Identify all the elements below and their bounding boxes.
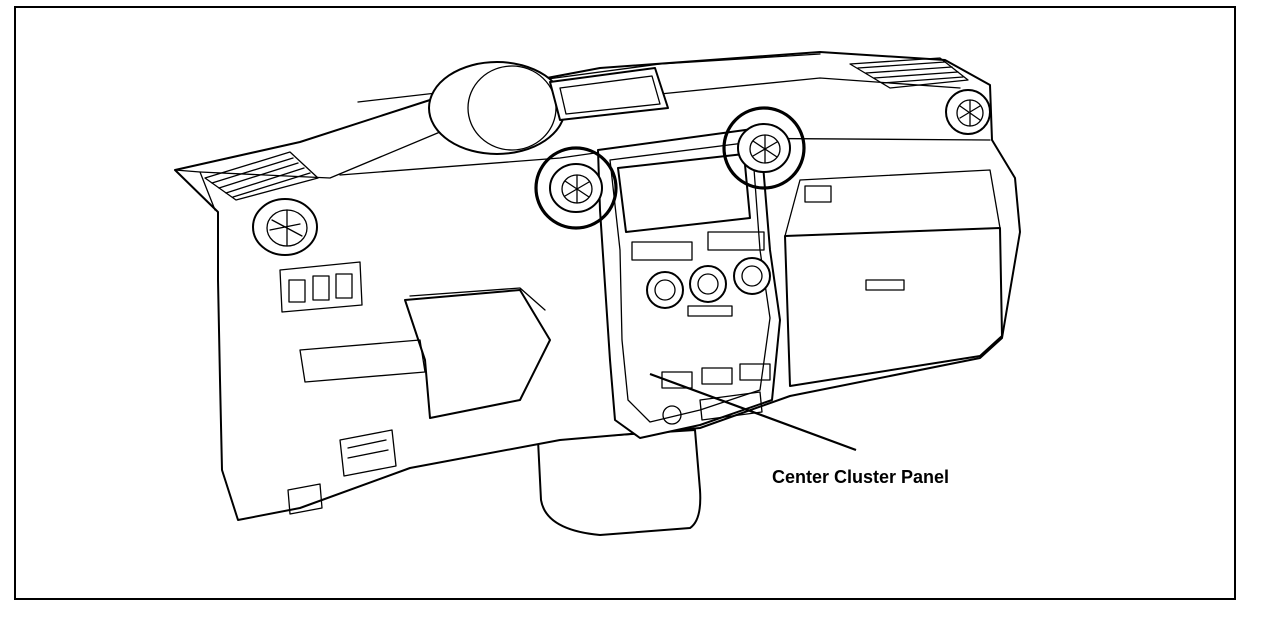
left-storage-pocket xyxy=(404,289,551,419)
gauge-pod xyxy=(428,61,566,155)
center-climate-knob xyxy=(689,265,727,303)
glove-box xyxy=(784,227,1003,387)
center-console-stub xyxy=(537,429,702,536)
display-screen xyxy=(617,153,751,233)
right-climate-knob xyxy=(733,257,771,295)
callout-circle-right-vent xyxy=(722,106,806,190)
left-climate-knob xyxy=(646,271,684,309)
callout-leader-line xyxy=(649,372,857,452)
dashboard-body xyxy=(174,51,1021,521)
center-cluster-panel-label: Center Cluster Panel xyxy=(772,467,950,487)
callout-circle-left-vent xyxy=(534,146,618,230)
